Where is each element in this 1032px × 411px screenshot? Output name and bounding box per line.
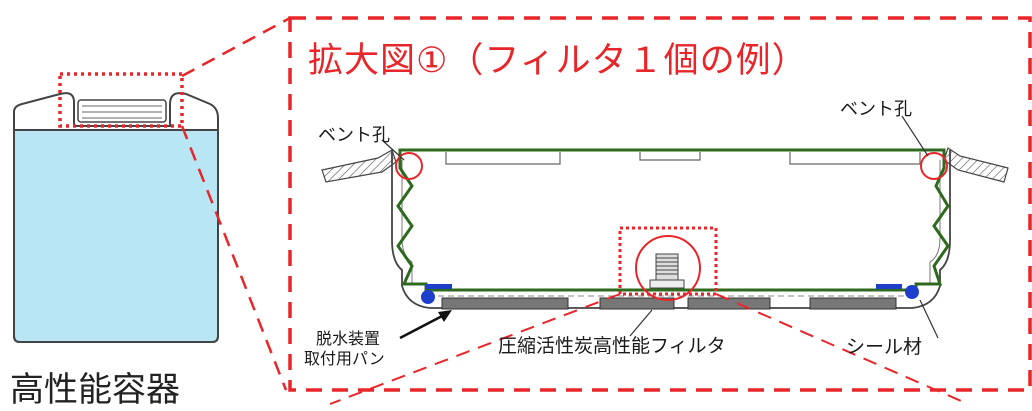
label-pan-line2: 取付用パン: [304, 349, 385, 368]
container-drawing: [13, 72, 219, 343]
seal-blue-right: [905, 285, 919, 299]
filter-2: [599, 297, 675, 310]
zoom-source-box: [58, 72, 184, 128]
label-vent-right: ベント孔: [840, 99, 912, 120]
container-liquid: [13, 129, 219, 343]
filter-1: [441, 297, 569, 310]
leader-vent-right: [901, 115, 929, 157]
filter-detail-box: [618, 226, 718, 296]
label-vent-left: ベント孔: [318, 125, 390, 146]
top-ribs: [445, 152, 921, 165]
container-label: 高性能容器: [10, 370, 180, 410]
leader-filter: [629, 309, 653, 337]
label-seal: シール材: [846, 336, 923, 358]
cross-section: [321, 115, 1009, 405]
seal-blue-right-bar: [876, 284, 902, 289]
zoom-title: 拡大図①（フィルタ１個の例）: [308, 41, 808, 81]
seal-blue-left: [421, 290, 435, 304]
container-lid-recess: [77, 99, 167, 123]
seal-blue-left-bar: [426, 284, 452, 289]
flange-right: [943, 147, 1009, 183]
zoom-frame: [288, 16, 1032, 392]
callout-line-bottom: [180, 125, 288, 391]
detail-line-left: [329, 293, 621, 405]
threaded-fitting: [649, 253, 685, 289]
vent-circle-right: [920, 152, 948, 180]
label-filter: 圧縮活性炭高性能フィルタ: [498, 335, 726, 357]
filter-4: [809, 297, 897, 310]
zoom-callout-lines: [180, 16, 291, 391]
label-pan-line1: 脱水装置: [316, 329, 381, 348]
filter-detail-circle: [635, 235, 701, 301]
filter-3: [687, 297, 771, 310]
flange-left: [321, 149, 397, 183]
detail-line-right: [715, 293, 969, 405]
vent-circle-left: [395, 152, 423, 180]
callout-line-top: [181, 16, 291, 78]
leader-vent-left: [381, 139, 405, 161]
leader-pan-arrowhead: [438, 310, 452, 322]
leader-seal: [919, 299, 939, 339]
leader-pan: [399, 312, 447, 340]
